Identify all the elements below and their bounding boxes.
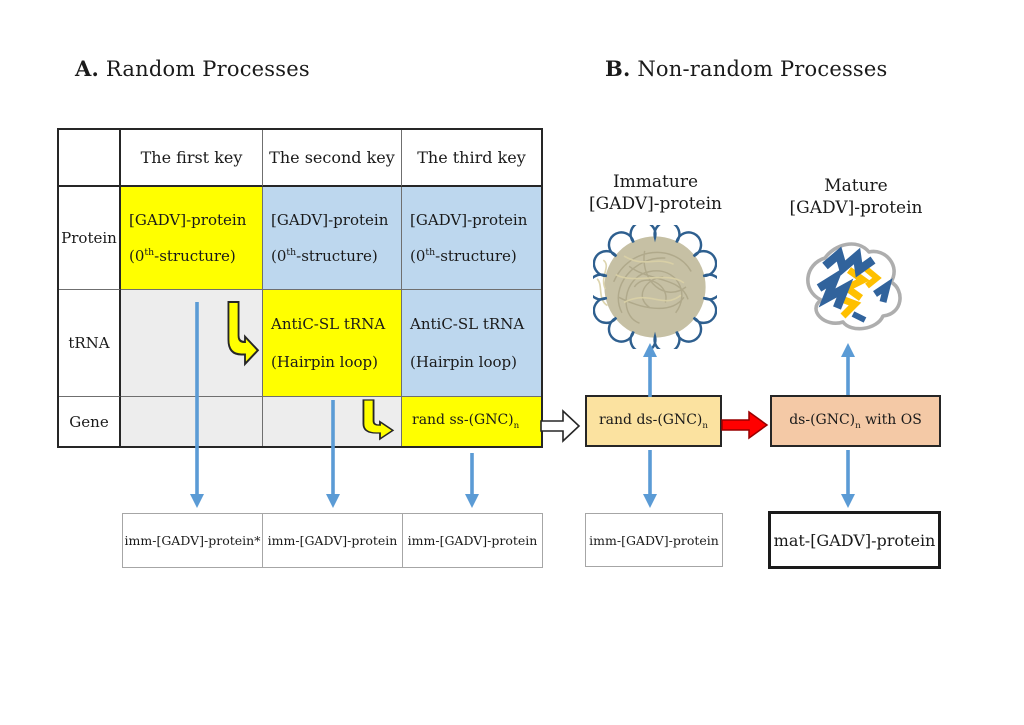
protein-cell-line1: [GADV]-protein [410,211,528,229]
output-box-key2: imm-[GADV]-protein [262,513,403,568]
trna-cell-line2: (Hairpin loop) [271,352,378,371]
keys-table: The first key The second key The third k… [57,128,543,448]
loopy-ring [593,225,717,349]
output-box-key1: imm-[GADV]-protein* [122,513,263,568]
red-right-arrow [721,410,769,440]
row-header-gene: Gene [59,397,121,446]
output-box-key3: imm-[GADV]-protein [402,513,543,568]
panel-b-letter: B. [605,56,631,81]
up-arrow-to-mature [841,343,855,395]
cell-protein-key2: [GADV]-protein (0th-structure) [263,187,402,290]
table-corner-cell [59,130,121,187]
cell-gene-key1 [121,397,263,446]
panel-b-title: B. Non-random Processes [605,56,888,81]
mature-protein-illustration [806,242,902,331]
gene-cell-text: rand ss-(GNC)n [412,412,520,431]
trna-cell-line2: (Hairpin loop) [410,352,517,371]
panel-a-title-text: Random Processes [99,57,310,81]
panel-a-letter: A. [75,56,100,81]
cell-protein-key1: [GADV]-protein (0th-structure) [121,187,263,290]
up-arrow-to-immature [643,343,657,397]
col-header-third-key: The third key [402,130,541,187]
protein-cell-line2: (0th-structure) [129,247,236,265]
cell-trna-key1 [121,290,263,397]
down-arrow-mat-output [841,450,855,508]
imm-protein-output-box: imm-[GADV]-protein [585,513,723,567]
col-header-second-key: The second key [263,130,402,187]
ds-gnc-os-text: ds-(GNC)n with OS [789,411,922,431]
mat-protein-output-box: mat-[GADV]-protein [768,511,941,569]
ribbon-blue-top [822,246,876,278]
immature-protein-label: Immature [GADV]-protein [589,172,722,215]
rand-ds-gnc-box: rand ds-(GNC)n [585,395,722,447]
tangle-scribble [613,250,692,324]
immature-protein-illustration [593,225,717,349]
hollow-right-arrow [540,409,581,443]
protein-cell-line2: (0th-structure) [410,247,517,265]
cell-gene-key3: rand ss-(GNC)n [402,397,541,446]
trna-cell-line1: AntiC-SL tRNA [271,315,386,334]
ds-gnc-os-box: ds-(GNC)n with OS [770,395,941,447]
panel-a-output-row: imm-[GADV]-protein* imm-[GADV]-protein i… [122,513,543,568]
ribbon-blue-mid [816,267,854,310]
cell-trna-key2: AntiC-SL tRNA (Hairpin loop) [263,290,402,397]
cell-protein-key3: [GADV]-protein (0th-structure) [402,187,541,290]
cell-gene-key2 [263,397,402,446]
row-header-trna: tRNA [59,290,121,397]
trna-cell-line1: AntiC-SL tRNA [410,315,525,334]
protein-cell-line1: [GADV]-protein [129,211,247,229]
mature-protein-label: Mature [GADV]-protein [789,176,923,219]
down-arrow-key3 [465,453,479,508]
row-header-protein: Protein [59,187,121,290]
protein-cell-line2: (0th-structure) [271,247,378,265]
panel-b-title-text: Non-random Processes [630,57,888,81]
protein-cell-line1: [GADV]-protein [271,211,389,229]
cell-trna-key3: AntiC-SL tRNA (Hairpin loop) [402,290,541,397]
col-header-first-key: The first key [121,130,263,187]
down-arrow-imm-output [643,450,657,508]
rand-ds-gnc-text: rand ds-(GNC)n [598,411,708,431]
panel-a-title: A. Random Processes [75,56,310,81]
